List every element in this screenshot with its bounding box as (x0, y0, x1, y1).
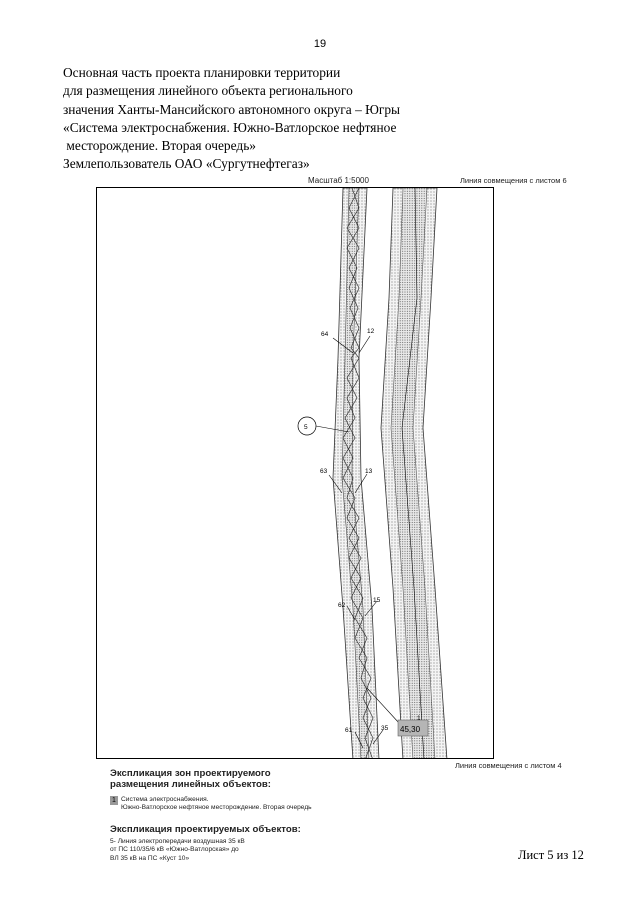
header-line-3: значения Ханты-Мансийского автономного о… (63, 101, 401, 117)
header-line-1: Основная часть проекта планировки террит… (63, 65, 341, 80)
leader-35 (372, 729, 384, 745)
legend-object-line-2: от ПС 110/35/6 кВ «Южно-Ватлорская» до (110, 846, 239, 854)
leader-13 (354, 473, 368, 494)
object-marker-circle (297, 416, 317, 436)
legend-zones-title-1: Экспликация зон проектируемого (110, 768, 271, 779)
header-line-4: «Система электроснабжения. Южно-Ватлорск… (63, 119, 397, 135)
legend-zone-text-2: Южно-Ватлорское нефтяное месторождение. … (121, 804, 312, 811)
right-corridor-inner (390, 188, 436, 758)
left-corridor (332, 188, 380, 758)
point-label-35: 35 (381, 725, 389, 732)
legend-objects-title: Экспликация проектируемых объектов: (110, 824, 301, 835)
leader-area (366, 687, 400, 724)
match-line-bottom-label: Линия совмещения с листом 4 (455, 761, 562, 770)
point-label-62: 62 (338, 602, 346, 609)
right-corridor-centerline (414, 188, 418, 299)
legend-object-line-3: ВЛ 35 кВ на ПС «Куст 10» (110, 854, 190, 862)
page-number: 19 (313, 38, 327, 50)
legend-objects-text: 5- Линия электропередачи воздушная 35 кВ… (110, 838, 400, 863)
area-badge-value: 45,30 (400, 725, 421, 734)
leader-15 (364, 600, 378, 617)
right-corridor-centerline-2 (401, 297, 425, 758)
sheet-counter: Лист 5 из 12 (518, 848, 584, 862)
point-label-64: 64 (321, 331, 329, 338)
leader-62 (346, 605, 356, 621)
power-line-lattice-2 (342, 188, 374, 758)
leader-12 (358, 335, 371, 354)
leader-64 (332, 337, 354, 354)
legend-zone-text-1: Система электроснабжения. (121, 796, 209, 803)
point-label-61: 61 (345, 727, 353, 734)
header-line-6: Землепользователь ОАО «Сургутнефтегаз» (63, 156, 310, 172)
legend-zone-swatch: 1 (110, 796, 118, 805)
point-label-63: 63 (320, 468, 328, 475)
header-line-5: месторождение. Вторая очередь» (63, 138, 256, 154)
legend-zone-item: 1 Система электроснабжения. Южно-Ватлорс… (110, 796, 400, 812)
map-drawing: 64 12 63 13 62 15 61 35 5 45,30 1 (297, 188, 448, 758)
leader-object-5 (315, 425, 350, 433)
point-label-13: 13 (365, 468, 373, 475)
area-badge (397, 719, 429, 737)
document-header: Основная часть проекта планировки террит… (63, 64, 483, 174)
zone-marker: 1 (417, 715, 421, 722)
legend: Экспликация зон проектируемого размещени… (110, 768, 400, 863)
leader-63 (328, 474, 343, 494)
point-label-12: 12 (367, 328, 375, 335)
leader-61 (354, 731, 364, 749)
match-line-top-label: Линия совмещения с листом 6 (460, 176, 567, 185)
legend-zones-title-2: размещения линейных объектов: (110, 779, 271, 790)
object-marker-label: 5 (304, 424, 308, 431)
point-label-15: 15 (373, 597, 381, 604)
map-scale-label: Масштаб 1:5000 (308, 176, 369, 185)
legend-object-line-1: 5- Линия электропередачи воздушная 35 кВ (110, 838, 245, 845)
map-frame: 64 12 63 13 62 15 61 35 5 45,30 1 (96, 187, 494, 759)
header-line-2: для размещения линейного объекта региона… (63, 83, 353, 99)
